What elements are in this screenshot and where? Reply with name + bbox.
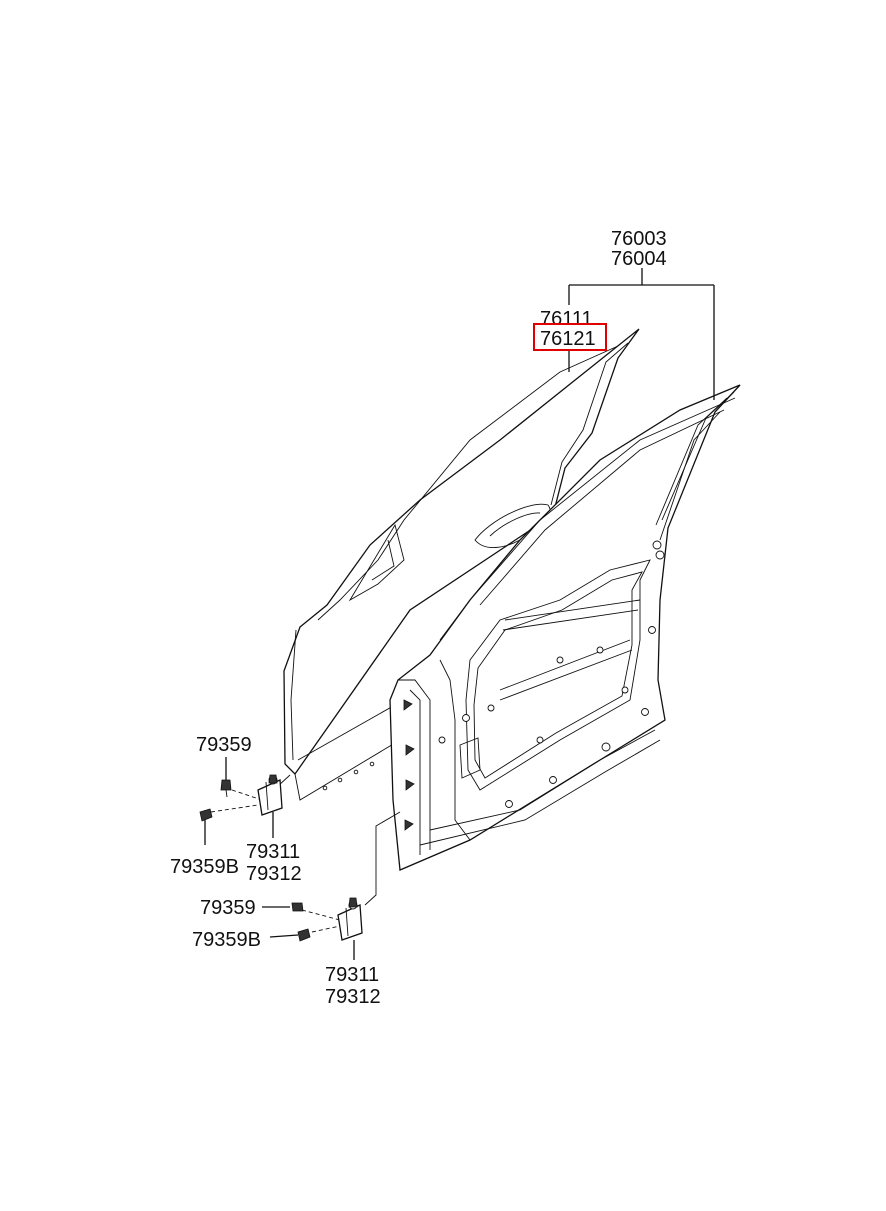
upper-bolt	[220, 779, 232, 798]
lower-bolt-b	[297, 928, 311, 942]
label-76121: 76121	[540, 328, 596, 350]
inner-door-frame	[364, 384, 741, 906]
label-76004: 76004	[611, 248, 667, 270]
label-79311-lower: 79311	[325, 964, 379, 986]
upper-hinge	[257, 774, 283, 816]
upper-bolt-b	[199, 808, 213, 822]
label-79312-upper: 79312	[246, 863, 302, 885]
label-76003: 76003	[611, 228, 667, 250]
lower-bolt	[291, 902, 304, 912]
label-79312-lower: 79312	[325, 986, 381, 1008]
label-79359-upper: 79359	[196, 734, 252, 756]
label-79311-upper: 79311	[246, 841, 300, 863]
label-79359b-upper: 79359B	[170, 856, 239, 878]
outer-door-panel	[283, 328, 640, 801]
label-79359-lower: 79359	[200, 897, 256, 919]
highlight-box	[533, 323, 607, 351]
label-79359b-lower: 79359B	[192, 929, 261, 951]
label-76111: 76111	[540, 308, 593, 330]
lower-hinge	[337, 897, 363, 941]
